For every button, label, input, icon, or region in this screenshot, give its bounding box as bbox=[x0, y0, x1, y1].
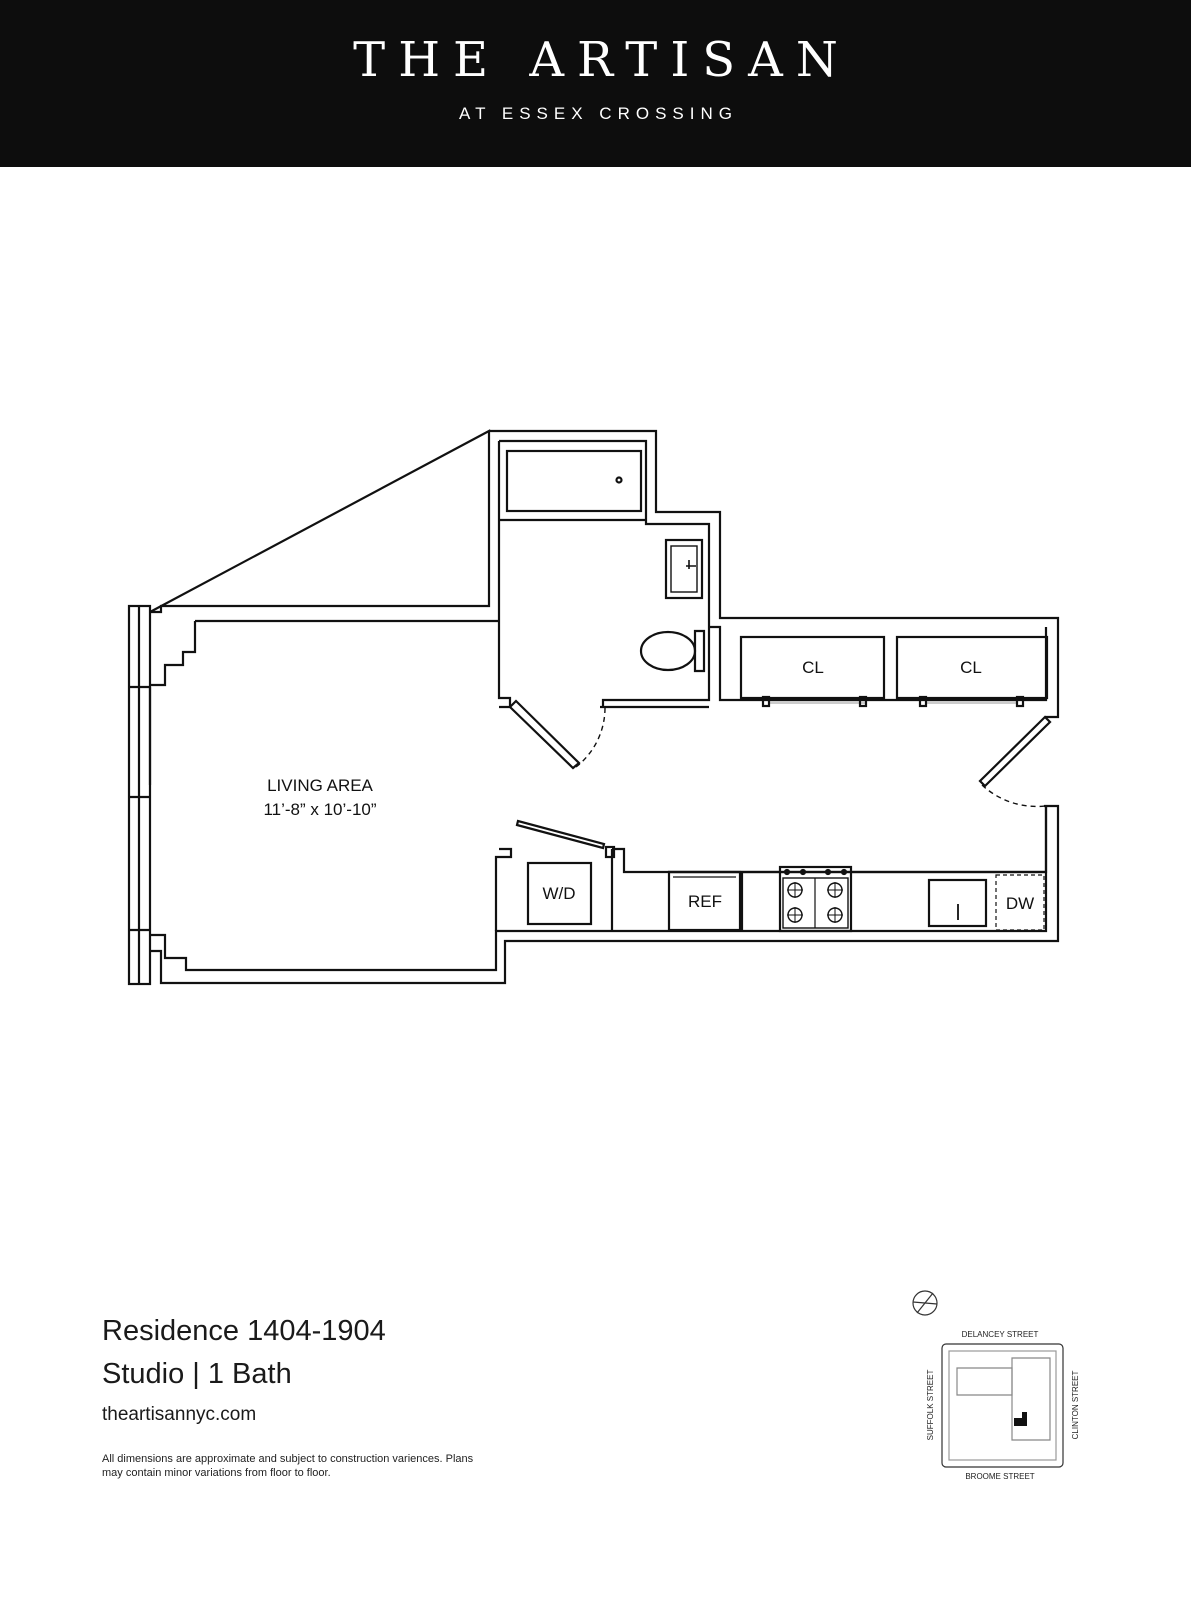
range bbox=[778, 865, 853, 933]
entry-door bbox=[978, 715, 1052, 788]
closet-label-1: CL bbox=[802, 658, 824, 677]
closet-2 bbox=[895, 635, 1049, 700]
refrigerator bbox=[667, 870, 742, 932]
brand-subtitle: AT ESSEX CROSSING bbox=[459, 104, 738, 123]
street-label-north: DELANCEY STREET bbox=[962, 1330, 1039, 1339]
living-area-label: LIVING AREA bbox=[267, 776, 373, 795]
washer-dryer-label: W/D bbox=[542, 884, 575, 903]
disclaimer-text: All dimensions are approximate and subje… bbox=[102, 1453, 474, 1479]
street-label-south: BROOME STREET bbox=[965, 1472, 1034, 1481]
washer-dryer bbox=[526, 861, 593, 926]
header-banner: THE ARTISAN AT ESSEX CROSSING bbox=[0, 0, 1191, 167]
unit-location-marker bbox=[1014, 1412, 1027, 1426]
bathroom-sink bbox=[664, 538, 704, 600]
street-label-west: SUFFOLK STREET bbox=[926, 1370, 935, 1441]
website-link[interactable]: theartisannyc.com bbox=[102, 1404, 257, 1425]
residence-name: Residence 1404-1904 bbox=[102, 1315, 386, 1347]
residence-info: Residence 1404-1904 Studio | 1 Bath thea… bbox=[102, 1310, 482, 1480]
living-area-dimensions: 11’-8” x 10’-10” bbox=[263, 800, 376, 819]
living-inner-wall bbox=[150, 619, 1048, 972]
brand-title: THE ARTISAN bbox=[353, 32, 851, 88]
outer-wall bbox=[148, 429, 1060, 985]
refrigerator-label: REF bbox=[688, 892, 722, 911]
compass-icon bbox=[912, 1290, 938, 1316]
bathtub bbox=[505, 449, 643, 513]
closet-1 bbox=[739, 635, 886, 700]
closet-label-2: CL bbox=[960, 658, 982, 677]
dishwasher-label: DW bbox=[1006, 894, 1034, 913]
inner-wall bbox=[499, 439, 711, 709]
street-label-east: CLINTON STREET bbox=[1071, 1371, 1080, 1440]
dishwasher bbox=[995, 874, 1045, 931]
bathroom-door bbox=[508, 699, 581, 770]
residence-type: Studio | 1 Bath bbox=[102, 1358, 292, 1390]
